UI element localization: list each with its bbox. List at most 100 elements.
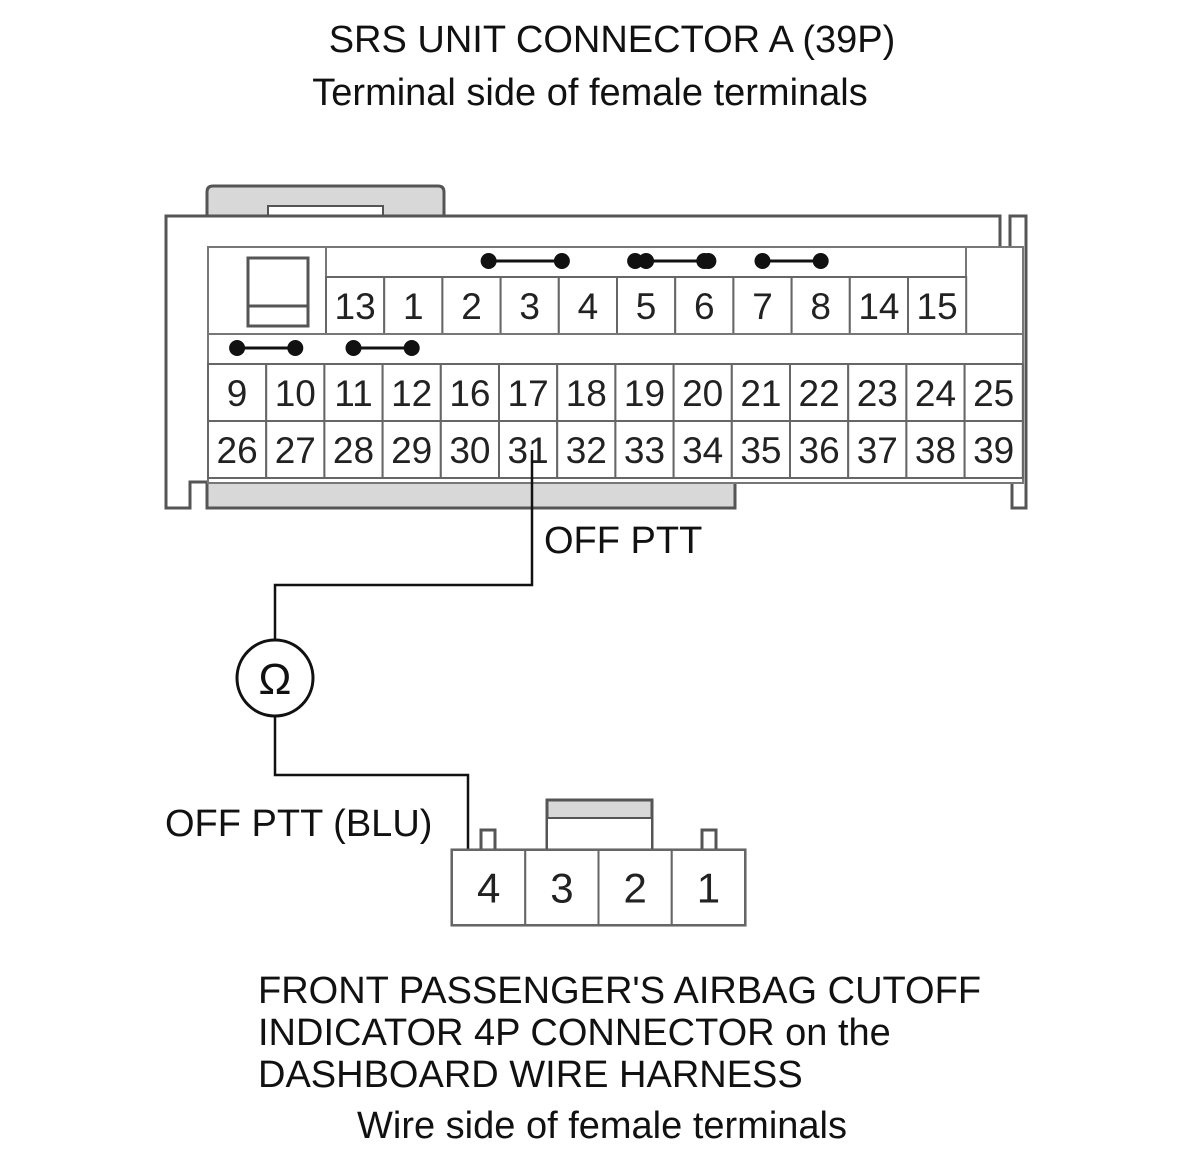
terminal-label-31: 31	[508, 430, 549, 471]
terminal-cell-37	[847, 420, 908, 479]
terminal-cell-9	[207, 363, 268, 422]
terminal-cell-31	[498, 420, 559, 479]
terminal-label-8: 8	[810, 286, 831, 327]
terminal-cell-29	[381, 420, 442, 479]
terminal-label-14: 14	[858, 286, 899, 327]
terminal-cell-36	[789, 420, 850, 479]
terminal-cell-33	[614, 420, 675, 479]
terminal-label-24: 24	[915, 373, 956, 414]
connector-b-side: Wire side of female terminals	[357, 1105, 847, 1147]
shorting-dot-3	[553, 253, 570, 269]
terminal-label-1: 1	[697, 865, 720, 912]
ohmmeter: Ω	[235, 638, 315, 718]
terminal-label-22: 22	[799, 373, 840, 414]
connector-b-pins: 4 3 2 1	[451, 849, 746, 926]
shorting-dot-4	[480, 253, 497, 269]
terminal-cell-25	[963, 363, 1024, 422]
terminal-cell-35	[730, 420, 791, 479]
terminal-label-27: 27	[275, 430, 316, 471]
terminal-cell-12	[381, 363, 442, 422]
shorting-dot-10	[287, 340, 304, 356]
wire-label-off-ptt-blu: OFF PTT (BLU)	[165, 803, 432, 845]
shorting-dot-12	[403, 340, 420, 356]
terminal-cell-39	[963, 420, 1024, 479]
connector-b-name-line1: FRONT PASSENGER'S AIRBAG CUTOFF	[258, 970, 981, 1012]
terminal-label-18: 18	[566, 373, 607, 414]
connector-b-name-line2: INDICATOR 4P CONNECTOR on the	[258, 1012, 891, 1054]
terminal-cell-38	[905, 420, 966, 479]
terminal-cell-28	[323, 420, 384, 479]
terminal-cell-24	[905, 363, 966, 422]
ohm-icon: Ω	[259, 655, 292, 704]
terminal-cell-3	[499, 276, 560, 335]
terminal-cell-30	[439, 420, 500, 479]
terminal-label-30: 30	[449, 430, 490, 471]
terminal-label-16: 16	[449, 373, 490, 414]
terminal-label-36: 36	[799, 430, 840, 471]
terminal-label-33: 33	[624, 430, 665, 471]
terminal-label-4: 4	[578, 286, 599, 327]
connector-b-name-line3: DASHBOARD WIRE HARNESS	[258, 1054, 803, 1096]
shorting-dot-8	[812, 253, 829, 269]
shorting-dot-9	[229, 340, 246, 356]
terminal-label-38: 38	[915, 430, 956, 471]
shorting-dot-7	[754, 253, 771, 269]
terminal-label-28: 28	[333, 430, 374, 471]
connector-a-latch	[205, 184, 446, 216]
terminal-label-9: 9	[227, 373, 248, 414]
terminal-label-19: 19	[624, 373, 665, 414]
shorting-dot-11	[345, 340, 362, 356]
terminal-label-3: 3	[550, 865, 573, 912]
shorting-dot-2	[627, 253, 644, 269]
terminal-label-35: 35	[740, 430, 781, 471]
terminal-label-12: 12	[391, 373, 432, 414]
terminal-cell-18	[556, 363, 617, 422]
connector-b-right-tab	[700, 828, 718, 850]
shorting-dot-6	[696, 253, 713, 269]
terminal-label-15: 15	[917, 286, 958, 327]
terminal-label-23: 23	[857, 373, 898, 414]
wire-label-off-ptt: OFF PTT	[544, 520, 702, 562]
terminal-label-21: 21	[740, 373, 781, 414]
terminal-label-5: 5	[636, 286, 657, 327]
terminal-cell-1	[670, 849, 746, 926]
terminal-label-34: 34	[682, 430, 723, 471]
terminal-label-7: 7	[752, 286, 773, 327]
terminal-label-2: 2	[461, 286, 482, 327]
connector-a-key-window	[246, 256, 310, 328]
terminal-cell-4	[557, 276, 618, 335]
terminal-label-37: 37	[857, 430, 898, 471]
terminal-cell-26	[207, 420, 268, 479]
terminal-cell-17	[498, 363, 559, 422]
terminal-label-2: 2	[623, 865, 646, 912]
terminal-label-17: 17	[508, 373, 549, 414]
terminal-label-1: 1	[403, 286, 424, 327]
wire-to-pin-4	[273, 716, 470, 850]
cutoff-indicator-4p-connector: 4 3 2 1	[450, 798, 747, 927]
wire-from-pin-31	[273, 450, 534, 640]
connector-a-shorting-bars	[229, 253, 829, 356]
terminal-cell-5	[616, 276, 677, 335]
terminal-label-39: 39	[973, 430, 1014, 471]
connector-a-mid-strip	[207, 333, 1024, 365]
terminal-label-29: 29	[391, 430, 432, 471]
connector-b-lock-inner	[546, 817, 653, 851]
terminal-label-20: 20	[682, 373, 723, 414]
terminal-label-25: 25	[973, 373, 1014, 414]
terminal-cell-10	[265, 363, 326, 422]
terminal-label-3: 3	[519, 286, 540, 327]
terminal-label-4: 4	[477, 865, 500, 912]
connector-a-lock-bar	[205, 482, 737, 510]
terminal-cell-3	[524, 849, 600, 926]
shorting-dot-5	[638, 253, 655, 269]
terminal-label-32: 32	[566, 430, 607, 471]
connector-b-left-tab	[479, 828, 497, 850]
terminal-label-6: 6	[694, 286, 715, 327]
diagram-subtitle: Terminal side of female terminals	[312, 72, 867, 114]
diagram-title: SRS UNIT CONNECTOR A (39P)	[329, 19, 896, 61]
